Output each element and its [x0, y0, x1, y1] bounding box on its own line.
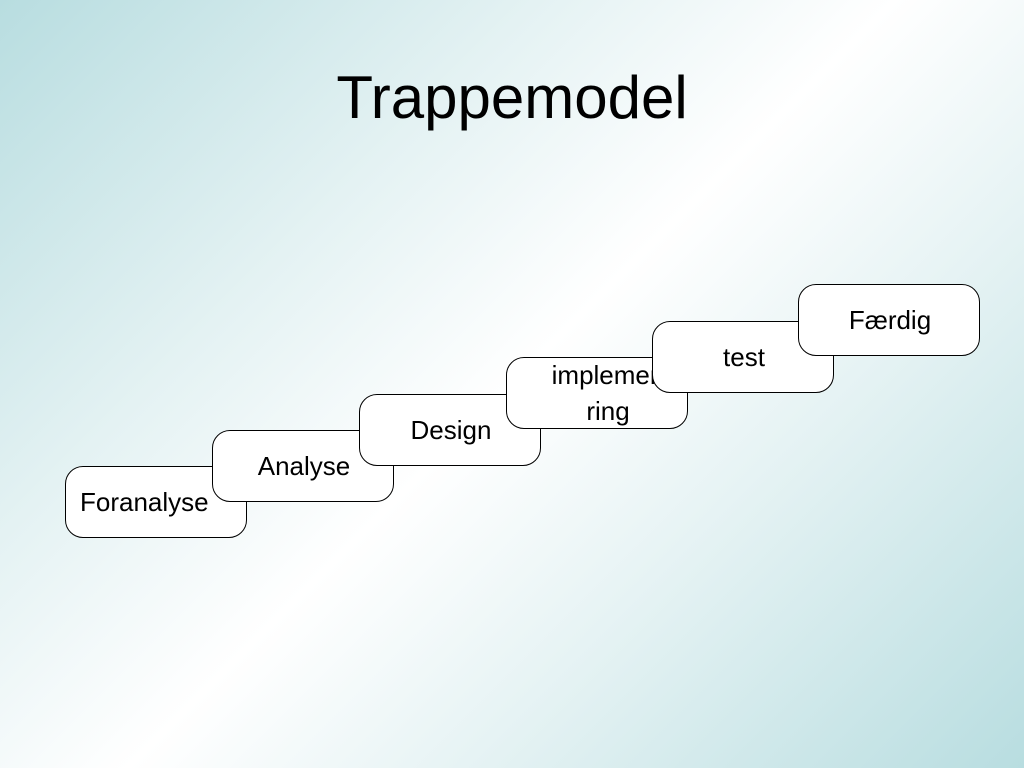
step-label-test: test — [723, 342, 765, 372]
step-label-faerdig: Færdig — [848, 305, 932, 335]
step-label-implementering: implemen ring — [551, 360, 665, 426]
step-box-faerdig: Færdig — [798, 284, 980, 356]
step-label-design: Design — [410, 415, 492, 445]
step-label-foranalyse: Foranalyse — [80, 487, 209, 517]
step-box-analyse: Analyse — [212, 430, 394, 502]
step-label-analyse: Analyse — [257, 451, 351, 481]
slide-title: Trappemodel — [336, 64, 688, 131]
